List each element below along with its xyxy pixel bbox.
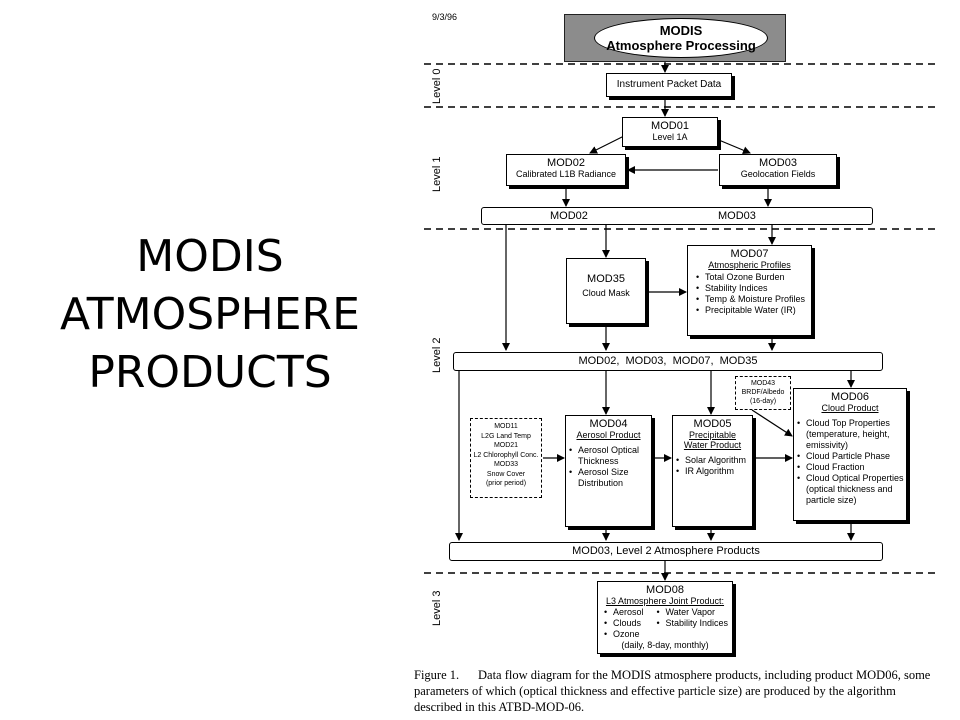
mod03-sub: Geolocation Fields: [740, 169, 816, 179]
mod08-name: MOD08: [646, 584, 684, 596]
list-item: Clouds: [604, 618, 644, 629]
mod04-name: MOD04: [589, 418, 628, 430]
list-item: Water Vapor: [656, 607, 728, 618]
level2-products-bar: MOD03, Level 2 Atmosphere Products: [449, 542, 883, 561]
header-line2: Atmosphere Processing: [606, 38, 756, 53]
mod04-sub: Aerosol Product: [576, 430, 641, 440]
list-item: Stability Indices: [656, 618, 728, 629]
mod03-name: MOD03: [759, 157, 797, 169]
instrument-packet-box: Instrument Packet Data: [606, 73, 732, 97]
mod06-name: MOD06: [831, 391, 869, 403]
mod03-box: MOD03 Geolocation Fields: [719, 154, 837, 186]
bar2-label: MOD02, MOD03, MOD07, MOD35: [578, 355, 758, 367]
level1-products-bar: MOD02 MOD03: [481, 207, 873, 225]
list-item: Cloud Fraction: [797, 462, 904, 473]
anc-l1: MOD11: [494, 423, 518, 430]
mod07-name: MOD07: [730, 248, 769, 260]
level-0-label: Level 0: [431, 68, 443, 104]
slide-title-line: MODIS: [136, 231, 284, 282]
header-ellipse: MODIS Atmosphere Processing: [594, 18, 768, 58]
list-item: Aerosol Size Distribution: [569, 467, 651, 489]
mod02-name: MOD02: [547, 157, 585, 169]
mod02-sub: Calibrated L1B Radiance: [515, 169, 617, 179]
mod06-box: MOD06 Cloud Product Cloud Top Properties…: [793, 388, 907, 521]
level-2-label: Level 2: [431, 337, 443, 373]
mod08-list-right: Water Vapor Stability Indices: [656, 607, 728, 640]
anc-l4: L2 Chlorophyll Conc.: [473, 451, 539, 459]
mod08-sub: L3 Atmosphere Joint Product:: [605, 596, 725, 606]
list-item: Ozone: [604, 629, 644, 640]
slide-title-line: ATMOSPHERE: [60, 289, 360, 340]
anc-l3: MOD21: [493, 442, 519, 449]
list-item: Solar Algorithm: [676, 455, 752, 466]
mod07-box: MOD07 Atmospheric Profiles Total Ozone B…: [687, 245, 812, 336]
mod35-sub: Cloud Mask: [582, 288, 630, 298]
list-item: Total Ozone Burden: [696, 272, 811, 283]
mod04-list: Aerosol Optical Thickness Aerosol Size D…: [566, 445, 651, 489]
mod05-sub1: Precipitable: [688, 430, 737, 440]
anc-l6: Snow Cover: [486, 470, 526, 478]
caption-text: Data flow diagram for the MODIS atmosphe…: [414, 668, 931, 714]
mod04-box: MOD04 Aerosol Product Aerosol Optical Th…: [565, 415, 652, 527]
mod35-box: MOD35 Cloud Mask: [566, 258, 646, 324]
arrows: [455, 62, 855, 581]
slide-title: MODIS ATMOSPHERE PRODUCTS: [10, 228, 410, 402]
mod07-sub: Atmospheric Profiles: [708, 260, 791, 270]
bar1-mod02: MOD02: [550, 210, 588, 222]
caption-label: Figure 1.: [414, 668, 460, 682]
level-dividers: [424, 63, 936, 574]
mod08-list-left: Aerosol Clouds Ozone: [602, 607, 644, 640]
mod01-name: MOD01: [651, 120, 689, 132]
figure-caption: Figure 1.Data flow diagram for the MODIS…: [414, 667, 934, 715]
mod43-l2: BRDF/Albedo: [741, 389, 785, 396]
list-item: Stability Indices: [696, 283, 811, 294]
list-item: Aerosol: [604, 607, 644, 618]
mod05-box: MOD05 Precipitable Water Product Solar A…: [672, 415, 753, 527]
list-item: IR Algorithm: [676, 466, 752, 477]
anc-l5: MOD33: [493, 461, 519, 468]
mod05-name: MOD05: [693, 418, 732, 430]
level2-inputs-bar: MOD02, MOD03, MOD07, MOD35: [453, 352, 883, 371]
header-line1: MODIS: [659, 23, 703, 38]
mod43-box: MOD43 BRDF/Albedo (16-day): [735, 376, 791, 410]
list-item: Precipitable Water (IR): [696, 305, 811, 316]
level-3-label: Level 3: [431, 590, 443, 626]
list-item: Aerosol Optical Thickness: [569, 445, 651, 467]
slide-title-line: PRODUCTS: [88, 347, 332, 398]
mod43-l3: (16-day): [749, 398, 777, 405]
mod05-sub2: Water Product: [683, 440, 742, 450]
mod08-note: (daily, 8-day, monthly): [621, 640, 709, 650]
mod05-list: Solar Algorithm IR Algorithm: [673, 455, 752, 477]
mod07-list: Total Ozone Burden Stability Indices Tem…: [688, 272, 811, 316]
anc-l7: (prior period): [485, 480, 527, 487]
anc-l2: L2G Land Temp: [481, 432, 531, 440]
list-item: Cloud Optical Properties (optical thickn…: [797, 473, 904, 506]
level-1-label: Level 1: [431, 156, 443, 192]
mod01-box: MOD01 Level 1A: [622, 117, 718, 147]
mod01-sub: Level 1A: [652, 132, 688, 142]
diagram-date: 9/3/96: [432, 12, 458, 22]
bar1-mod03: MOD03: [718, 210, 756, 222]
list-item: Cloud Particle Phase: [797, 451, 904, 462]
mod08-box: MOD08 L3 Atmosphere Joint Product: Aeros…: [597, 581, 733, 654]
mod06-list: Cloud Top Properties (temperature, heigh…: [794, 418, 906, 506]
mod06-sub: Cloud Product: [821, 403, 879, 413]
ancillary-inputs-box: MOD11 L2G Land Temp MOD21 L2 Chlorophyll…: [470, 418, 542, 498]
bar3-label: MOD03, Level 2 Atmosphere Products: [572, 545, 760, 557]
list-item: Cloud Top Properties (temperature, heigh…: [797, 418, 904, 451]
list-item: Temp & Moisture Profiles: [696, 294, 811, 305]
instrument-packet-label: Instrument Packet Data: [616, 79, 722, 90]
mod35-name: MOD35: [587, 273, 625, 285]
mod43-l1: MOD43: [750, 380, 776, 387]
mod02-box: MOD02 Calibrated L1B Radiance: [506, 154, 626, 186]
